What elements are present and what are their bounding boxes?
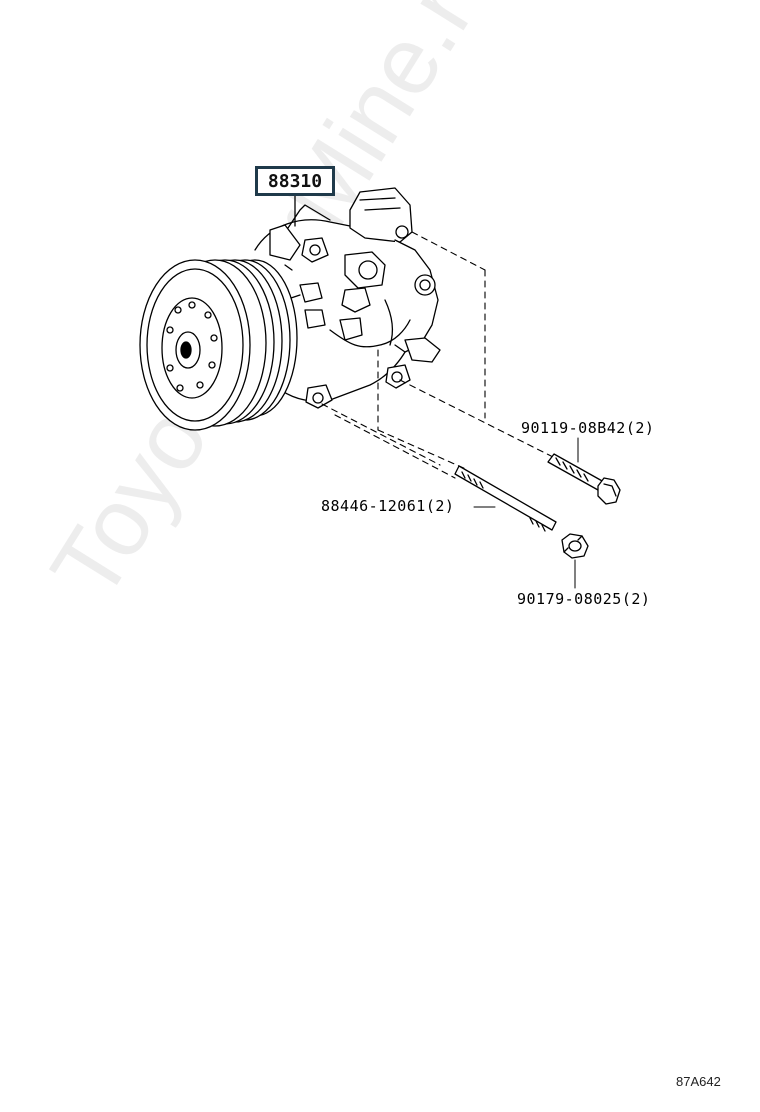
stud-bolt-icon[interactable] <box>454 465 557 532</box>
callout-stud-label[interactable]: 88446-12061(2) <box>321 497 455 515</box>
ac-compressor-icon[interactable] <box>139 187 441 431</box>
assembly-guide-lines <box>321 231 556 479</box>
nut-icon[interactable] <box>561 533 589 559</box>
callout-bolt-label[interactable]: 90119-08B42(2) <box>521 419 655 437</box>
illustration-code: 87A642 <box>676 1074 721 1089</box>
main-part-number[interactable]: 88310 <box>255 166 335 196</box>
bolt-icon[interactable] <box>547 453 621 505</box>
callout-nut-label[interactable]: 90179-08025(2) <box>517 590 651 608</box>
callout-leaders <box>473 437 579 589</box>
